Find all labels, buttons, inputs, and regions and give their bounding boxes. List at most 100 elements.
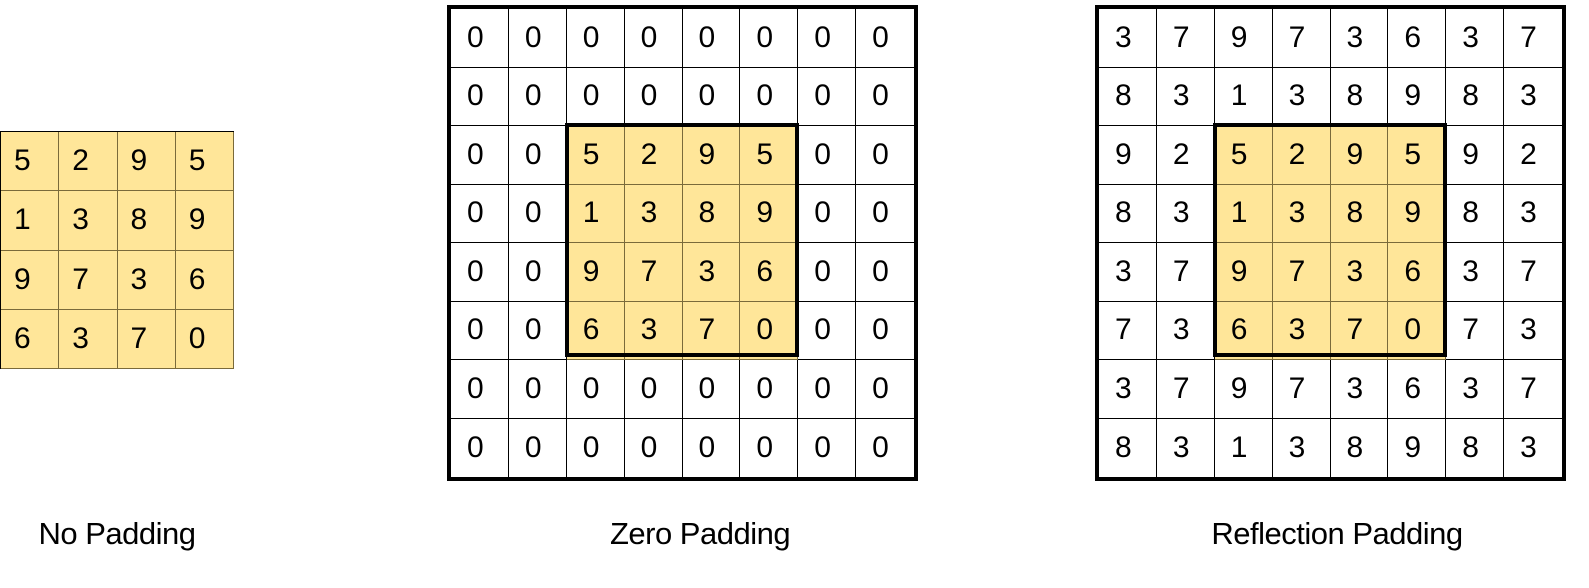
matrix-cell: 0 — [740, 418, 799, 477]
matrix-cell: 0 — [451, 301, 509, 360]
cell-value: 0 — [872, 79, 889, 113]
matrix-cell: 3 — [1157, 418, 1215, 477]
cell-value: 9 — [188, 203, 206, 237]
matrix-cell: 1 — [1214, 184, 1273, 243]
cell-value: 7 — [640, 254, 658, 288]
cell-value: 0 — [524, 254, 542, 288]
matrix-cell: 0 — [624, 67, 683, 126]
matrix-cell: 6 — [1, 309, 60, 369]
matrix-cell: 7 — [1099, 301, 1157, 360]
cell-value: 5 — [188, 144, 206, 178]
cell-value: 0 — [1404, 313, 1422, 347]
matrix-cell: 0 — [682, 360, 741, 419]
cell-value: 6 — [188, 262, 206, 296]
matrix-cell: 3 — [1273, 418, 1331, 477]
cell-value: 7 — [1288, 371, 1306, 405]
cell-value: 3 — [1172, 196, 1190, 230]
cell-value: 0 — [814, 137, 831, 171]
matrix-cell: 7 — [1504, 9, 1562, 68]
cell-value: 0 — [524, 196, 542, 230]
cell-value: 5 — [1230, 137, 1248, 171]
cell-value: 1 — [1230, 196, 1248, 230]
matrix-cell: 0 — [451, 67, 509, 126]
matrix-cell: 0 — [508, 301, 567, 360]
matrix-cell: 9 — [117, 132, 176, 192]
matrix-cell: 6 — [1388, 9, 1447, 68]
cell-value: 7 — [1172, 20, 1190, 54]
cell-value: 3 — [1172, 79, 1190, 113]
cell-value: 1 — [582, 196, 600, 230]
cell-value: 8 — [1115, 196, 1132, 230]
matrix-cell: 0 — [682, 67, 741, 126]
matrix-cell: 3 — [1504, 68, 1562, 126]
cell-value: 3 — [1346, 371, 1364, 405]
matrix-cell: 0 — [508, 184, 567, 243]
cell-value: 0 — [756, 79, 774, 113]
matrix-cell: 5 — [1, 132, 60, 192]
cell-value: 3 — [1346, 20, 1364, 54]
matrix-cell: 5 — [175, 132, 234, 192]
cell-value: 8 — [1462, 196, 1479, 230]
cell-value: 0 — [756, 430, 774, 464]
matrix-cell: 0 — [798, 9, 857, 68]
cell-value: 3 — [698, 254, 716, 288]
cell-value: 9 — [1230, 20, 1248, 54]
cell-value: 3 — [640, 313, 658, 347]
matrix-cell: 3 — [1504, 302, 1562, 360]
matrix-cell: 6 — [1388, 360, 1447, 419]
matrix-cell: 3 — [1330, 360, 1389, 419]
cell-value: 0 — [872, 20, 889, 54]
matrix-cell: 0 — [683, 418, 741, 477]
matrix-cell: 3 — [1504, 185, 1562, 243]
cell-value: 7 — [1288, 254, 1306, 288]
cell-value: 0 — [467, 20, 484, 54]
cell-value: 0 — [640, 79, 658, 113]
matrix-cell: 3 — [1446, 243, 1505, 302]
matrix-cell: 0 — [798, 126, 857, 185]
matrix-cell: 5 — [1214, 126, 1273, 185]
cell-value: 7 — [1288, 20, 1306, 54]
matrix-cell: 0 — [624, 360, 683, 419]
cell-value: 8 — [1346, 79, 1364, 113]
matrix-cell: 2 — [1156, 126, 1215, 185]
cell-value: 0 — [582, 371, 600, 405]
cell-value: 3 — [72, 203, 89, 237]
cell-value: 0 — [814, 313, 831, 347]
cell-value: 0 — [524, 79, 542, 113]
matrix-cell: 3 — [59, 309, 118, 369]
cell-value: 8 — [1346, 196, 1364, 230]
matrix-cell: 3 — [1099, 9, 1157, 68]
matrix-cell: 8 — [1099, 184, 1157, 243]
cell-value: 3 — [72, 321, 89, 355]
cell-value: 1 — [14, 203, 31, 237]
cell-value: 3 — [1288, 79, 1306, 113]
matrix-cell: 7 — [682, 301, 741, 360]
matrix-cell: 3 — [1330, 243, 1389, 302]
matrix-cell: 9 — [1099, 126, 1157, 185]
matrix-cell: 0 — [740, 301, 799, 360]
matrix-cell: 0 — [682, 9, 741, 68]
matrix-cell: 0 — [451, 9, 509, 68]
cell-value: 3 — [1115, 254, 1132, 288]
cell-value: 0 — [582, 430, 600, 464]
matrix-cell: 3 — [117, 250, 176, 310]
cell-value: 3 — [640, 196, 658, 230]
matrix-cell: 3 — [1504, 419, 1562, 478]
cell-value: 0 — [467, 430, 484, 464]
matrix-cell: 8 — [1446, 418, 1505, 477]
matrix-cell: 0 — [856, 360, 914, 419]
cell-value: 0 — [872, 196, 889, 230]
cell-value: 6 — [1404, 254, 1422, 288]
cell-value: 6 — [1404, 371, 1422, 405]
matrix-cell: 9 — [682, 126, 741, 185]
cell-value: 0 — [582, 79, 600, 113]
cell-value: 7 — [130, 321, 148, 355]
cell-value: 0 — [814, 430, 831, 464]
matrix-cell: 5 — [1388, 126, 1447, 185]
matrix-cell: 7 — [1272, 9, 1331, 68]
matrix-cell: 7 — [1272, 360, 1331, 419]
matrix-cell: 0 — [508, 67, 567, 126]
matrix-cell: 3 — [1330, 9, 1389, 68]
cell-value: 9 — [1230, 371, 1248, 405]
